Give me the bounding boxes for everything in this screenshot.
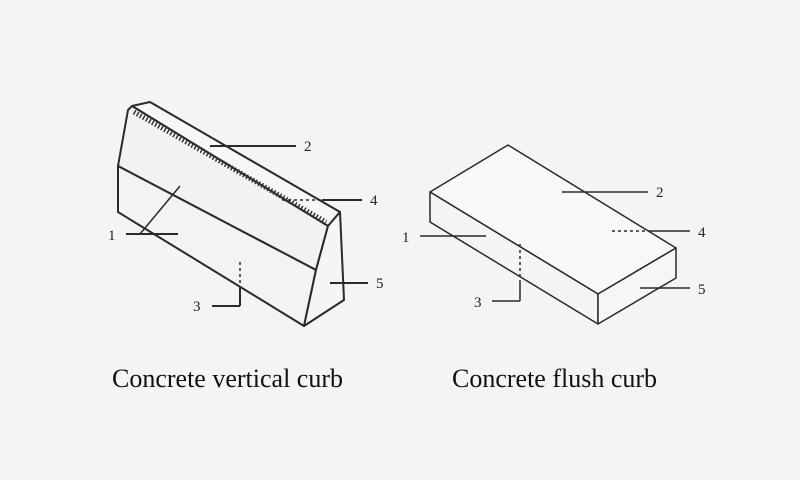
flush-curb-label-5: 5	[698, 282, 706, 298]
vertical-curb-label-4: 4	[370, 193, 378, 209]
flush-curb-label-1: 1	[402, 230, 410, 246]
vertical-curb-label-3: 3	[193, 299, 201, 315]
flush-curb-label-3: 3	[474, 295, 482, 311]
vertical-curb-label-1: 1	[108, 228, 116, 244]
vertical-curb-label-5: 5	[376, 276, 384, 292]
flush-curb-label-4: 4	[698, 225, 706, 241]
vertical-curb-drawing	[117, 101, 368, 327]
flush-curb-label-2: 2	[656, 185, 664, 201]
vertical-curb-label-2: 2	[304, 139, 312, 155]
vertical-curb-caption: Concrete vertical curb	[112, 364, 343, 393]
flush-curb-caption: Concrete flush curb	[452, 364, 658, 393]
flush-curb-end-face	[597, 247, 677, 325]
vertical-curb-end-face	[303, 211, 345, 327]
flush-curb-drawing	[420, 144, 690, 325]
vertical-curb-leader-1	[139, 185, 181, 235]
